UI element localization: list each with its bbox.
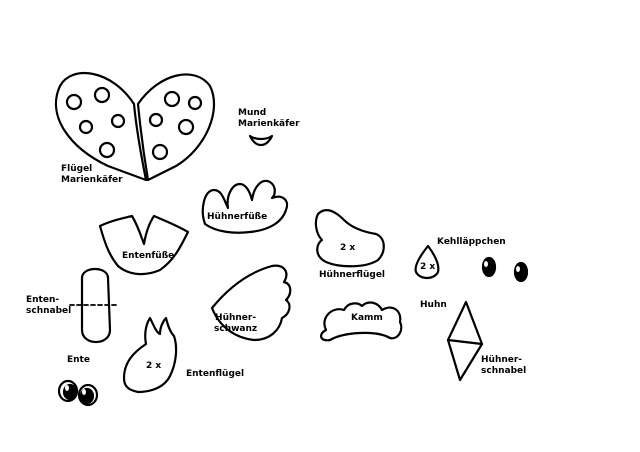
ladybug-spot	[163, 90, 181, 108]
ladybug-spot	[65, 93, 83, 111]
ladybug-mouth-shape	[248, 134, 274, 147]
label-fluegel-marienkaefer: Flügel Marienkäfer	[61, 164, 123, 185]
duck-eye-highlight	[65, 385, 69, 391]
label-huehnerschwanz: Hühner- schwanz	[214, 313, 258, 334]
ladybug-spot	[78, 119, 94, 135]
chicken-eye	[481, 256, 497, 278]
ladybug-spot	[110, 113, 126, 129]
wattle-shape	[414, 244, 440, 280]
label-entenfuesse: Entenfüße	[122, 251, 175, 261]
label-kehllaeppchen: Kehlläppchen	[437, 237, 506, 247]
ladybug-spot	[93, 86, 111, 104]
label-huehnerfluegel: Hühnerflügel	[319, 270, 386, 280]
ladybug-right-wing	[136, 73, 215, 182]
chicken-comb-shape	[320, 301, 403, 342]
duck-bill-shape	[80, 267, 112, 344]
duck-eyes	[57, 379, 99, 407]
chicken-eyes	[481, 256, 529, 283]
label-kamm: Kamm	[351, 313, 383, 323]
chicken-beak-fold-line	[446, 338, 484, 346]
label-huehnerschnabel: Hühner- schnabel	[481, 355, 527, 376]
duck-eye-highlight	[82, 389, 86, 395]
label-2x-huehnerfluegel: 2 x	[340, 243, 356, 253]
label-ente: Ente	[67, 355, 90, 365]
chicken-feet-shape	[201, 179, 289, 234]
duck-wing-shape	[122, 316, 178, 394]
chicken-tail-shape	[210, 264, 292, 342]
ladybug-spot	[187, 95, 203, 111]
chicken-eye	[513, 261, 529, 283]
ladybug-spot	[151, 143, 169, 161]
label-entenschnabel: Enten- schnabel	[26, 295, 72, 316]
duck-feet-shape	[98, 214, 190, 276]
chicken-wing-shape	[314, 209, 385, 268]
label-2x-entenfluegel: 2 x	[146, 361, 162, 371]
ladybug-spot	[177, 118, 195, 136]
label-entenfluegel: Entenflügel	[186, 369, 245, 379]
ladybug-spot	[148, 112, 164, 128]
chicken-eye-highlight	[516, 266, 520, 272]
chicken-beak-shape	[446, 300, 484, 382]
duck-eye-outline	[77, 383, 99, 407]
ladybug-wings	[54, 72, 215, 182]
ladybug-spot	[98, 141, 116, 159]
label-huehnerfuesse: Hühnerfüße	[207, 212, 268, 222]
ladybug-left-wing	[54, 72, 148, 182]
label-huhn: Huhn	[420, 300, 447, 310]
label-2x-kehllaeppchen: 2 x	[420, 262, 436, 272]
label-mund-marienkaefer: Mund Marienkäfer	[238, 108, 300, 129]
chicken-eye-highlight	[484, 261, 488, 267]
